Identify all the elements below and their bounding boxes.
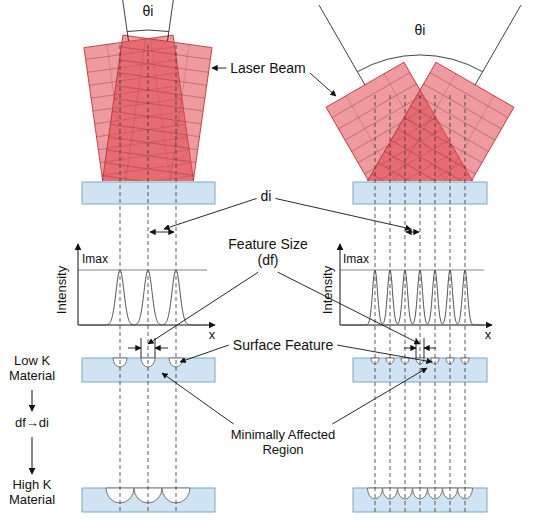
wavefront-line [424,84,502,129]
process-arrow [32,437,33,474]
angle-line [123,0,129,41]
beam-ray [419,96,494,181]
wavefront-line [114,98,203,111]
leader-line [332,368,427,424]
leader-line [337,345,432,362]
angle-label: θi [143,3,154,19]
imax-label: Imax [82,253,108,267]
angle-line [475,5,521,85]
laser-beams [84,35,514,181]
wavefront-line [391,140,469,181]
wavefront-line [417,95,495,140]
intensity-axis [78,244,79,325]
angle-line [168,0,174,41]
wavefront-line [385,151,463,181]
angle-label: θi [415,22,426,38]
feature-dimension [424,348,436,349]
intensity-curve [342,270,484,325]
wavefront-line [119,60,208,73]
wavefront-line [430,73,508,118]
wavefront-line [116,86,205,99]
leader-line [212,68,226,69]
beam-ray [121,38,146,181]
spacing-dimension [150,232,174,233]
guide-line [465,95,466,512]
material-plate [82,488,215,512]
process-arrow [32,390,33,411]
laser-beam [361,62,514,181]
guide-line [420,95,421,512]
guide-line [450,95,451,512]
spacing-label: di [261,188,272,204]
leader-line [180,345,229,362]
beam-body [361,62,514,181]
beam-body [98,35,212,181]
guide-line [405,95,406,512]
wavefront-line [121,47,210,60]
guide-line [120,45,121,512]
guide-line [390,95,391,512]
wavefront-line [404,118,482,163]
axis-label: Intensity [55,266,70,314]
material-label: High K Material [1,478,63,508]
wavefront-line [332,73,410,118]
wavefront-line [112,111,201,124]
guide-line [176,45,177,512]
wavefront-line [398,129,476,174]
guide-line [435,95,436,512]
guide-line [148,45,149,512]
feature-size-label: Feature Size (df) [223,236,313,268]
surface-feature-label: Surface Feature [233,337,333,353]
feature-dimension [155,348,168,349]
material-plate [82,358,215,382]
imax-line [340,270,484,271]
beam-label: Laser Beam [230,60,305,76]
leader-line [162,373,234,424]
leader-line [164,198,257,229]
material-label: Low K Material [1,354,63,384]
spacing-dimension [406,232,419,233]
intensity-curve [80,270,207,325]
axis-label: x [485,328,492,343]
leader-line [148,272,258,344]
wavefront-line [109,137,198,150]
wavefront-line [411,106,489,151]
wavefront-line [372,174,450,181]
axis-label: Intensity [321,266,336,314]
guide-line [375,95,376,512]
beam-ray [381,74,456,181]
angle-line [319,5,365,85]
angle-arc [358,55,483,72]
wavefront-line [110,124,199,137]
process-label: df→di [15,416,49,431]
leader-line [310,73,336,96]
leader-line [278,272,420,344]
beam-ray [164,44,189,181]
angle-arc [127,30,169,31]
imax-label: Imax [343,253,369,267]
feature-dimension [128,348,141,349]
feature-dimension [404,348,416,349]
leader-line [275,198,411,229]
axis-label: x [209,328,216,343]
region-label: Minimally Affected Region [222,428,344,458]
intensity-axis [340,244,341,325]
wavefront-line [118,73,207,86]
imax-line [78,270,207,271]
wavefront-line [105,163,194,176]
material-plate [82,182,215,204]
laser-beam [98,35,212,181]
